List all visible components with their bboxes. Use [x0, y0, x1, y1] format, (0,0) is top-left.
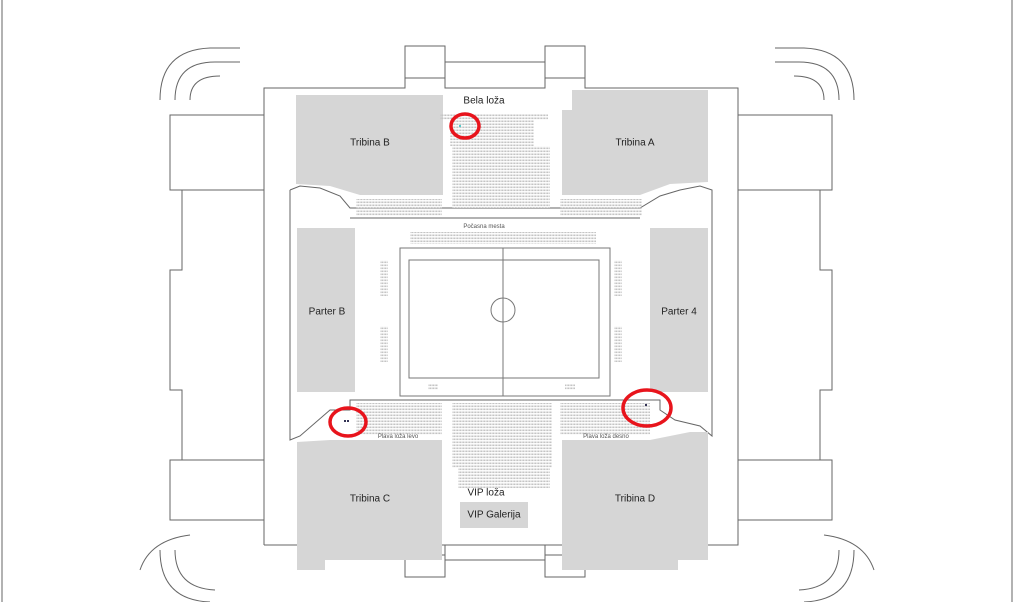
- label-plava-loza-desno: Plava loža desno: [583, 434, 629, 440]
- highlight-circle: [449, 112, 481, 140]
- label-bela-loza: Bela loža: [463, 95, 505, 107]
- section-tribina-d[interactable]: [562, 432, 708, 570]
- label-tribina-d: Tribina D: [614, 493, 656, 505]
- label-tribina-c: Tribina C: [349, 493, 391, 505]
- section-vip-galerija[interactable]: [460, 502, 528, 528]
- label-vip-loza: VIP loža: [467, 487, 505, 499]
- label-vip-galerija[interactable]: VIP Galerija: [467, 509, 521, 521]
- field: [399, 247, 611, 397]
- section-tribina-a[interactable]: [562, 90, 708, 195]
- selected-seats[interactable]: [344, 125, 647, 422]
- section-parter-b[interactable]: [297, 228, 355, 392]
- label-pocasna-mesta: Počasna mesta: [463, 224, 505, 230]
- section-tribina-c[interactable]: [297, 440, 442, 570]
- highlight-circle: [328, 406, 368, 438]
- section-parter-4[interactable]: [650, 228, 708, 392]
- label-tribina-b: Tribina B: [350, 137, 390, 149]
- label-parter-b: Parter B: [308, 306, 346, 318]
- label-plava-loza-levo: Plava loža levo: [377, 434, 419, 440]
- highlight-markers: [328, 112, 673, 438]
- label-tribina-a: Tribina A: [615, 137, 655, 149]
- label-parter-4: Parter 4: [661, 306, 697, 318]
- highlight-circle: [621, 388, 673, 428]
- seat-blocks[interactable]: [356, 114, 650, 488]
- section-tribina-b[interactable]: [296, 95, 443, 195]
